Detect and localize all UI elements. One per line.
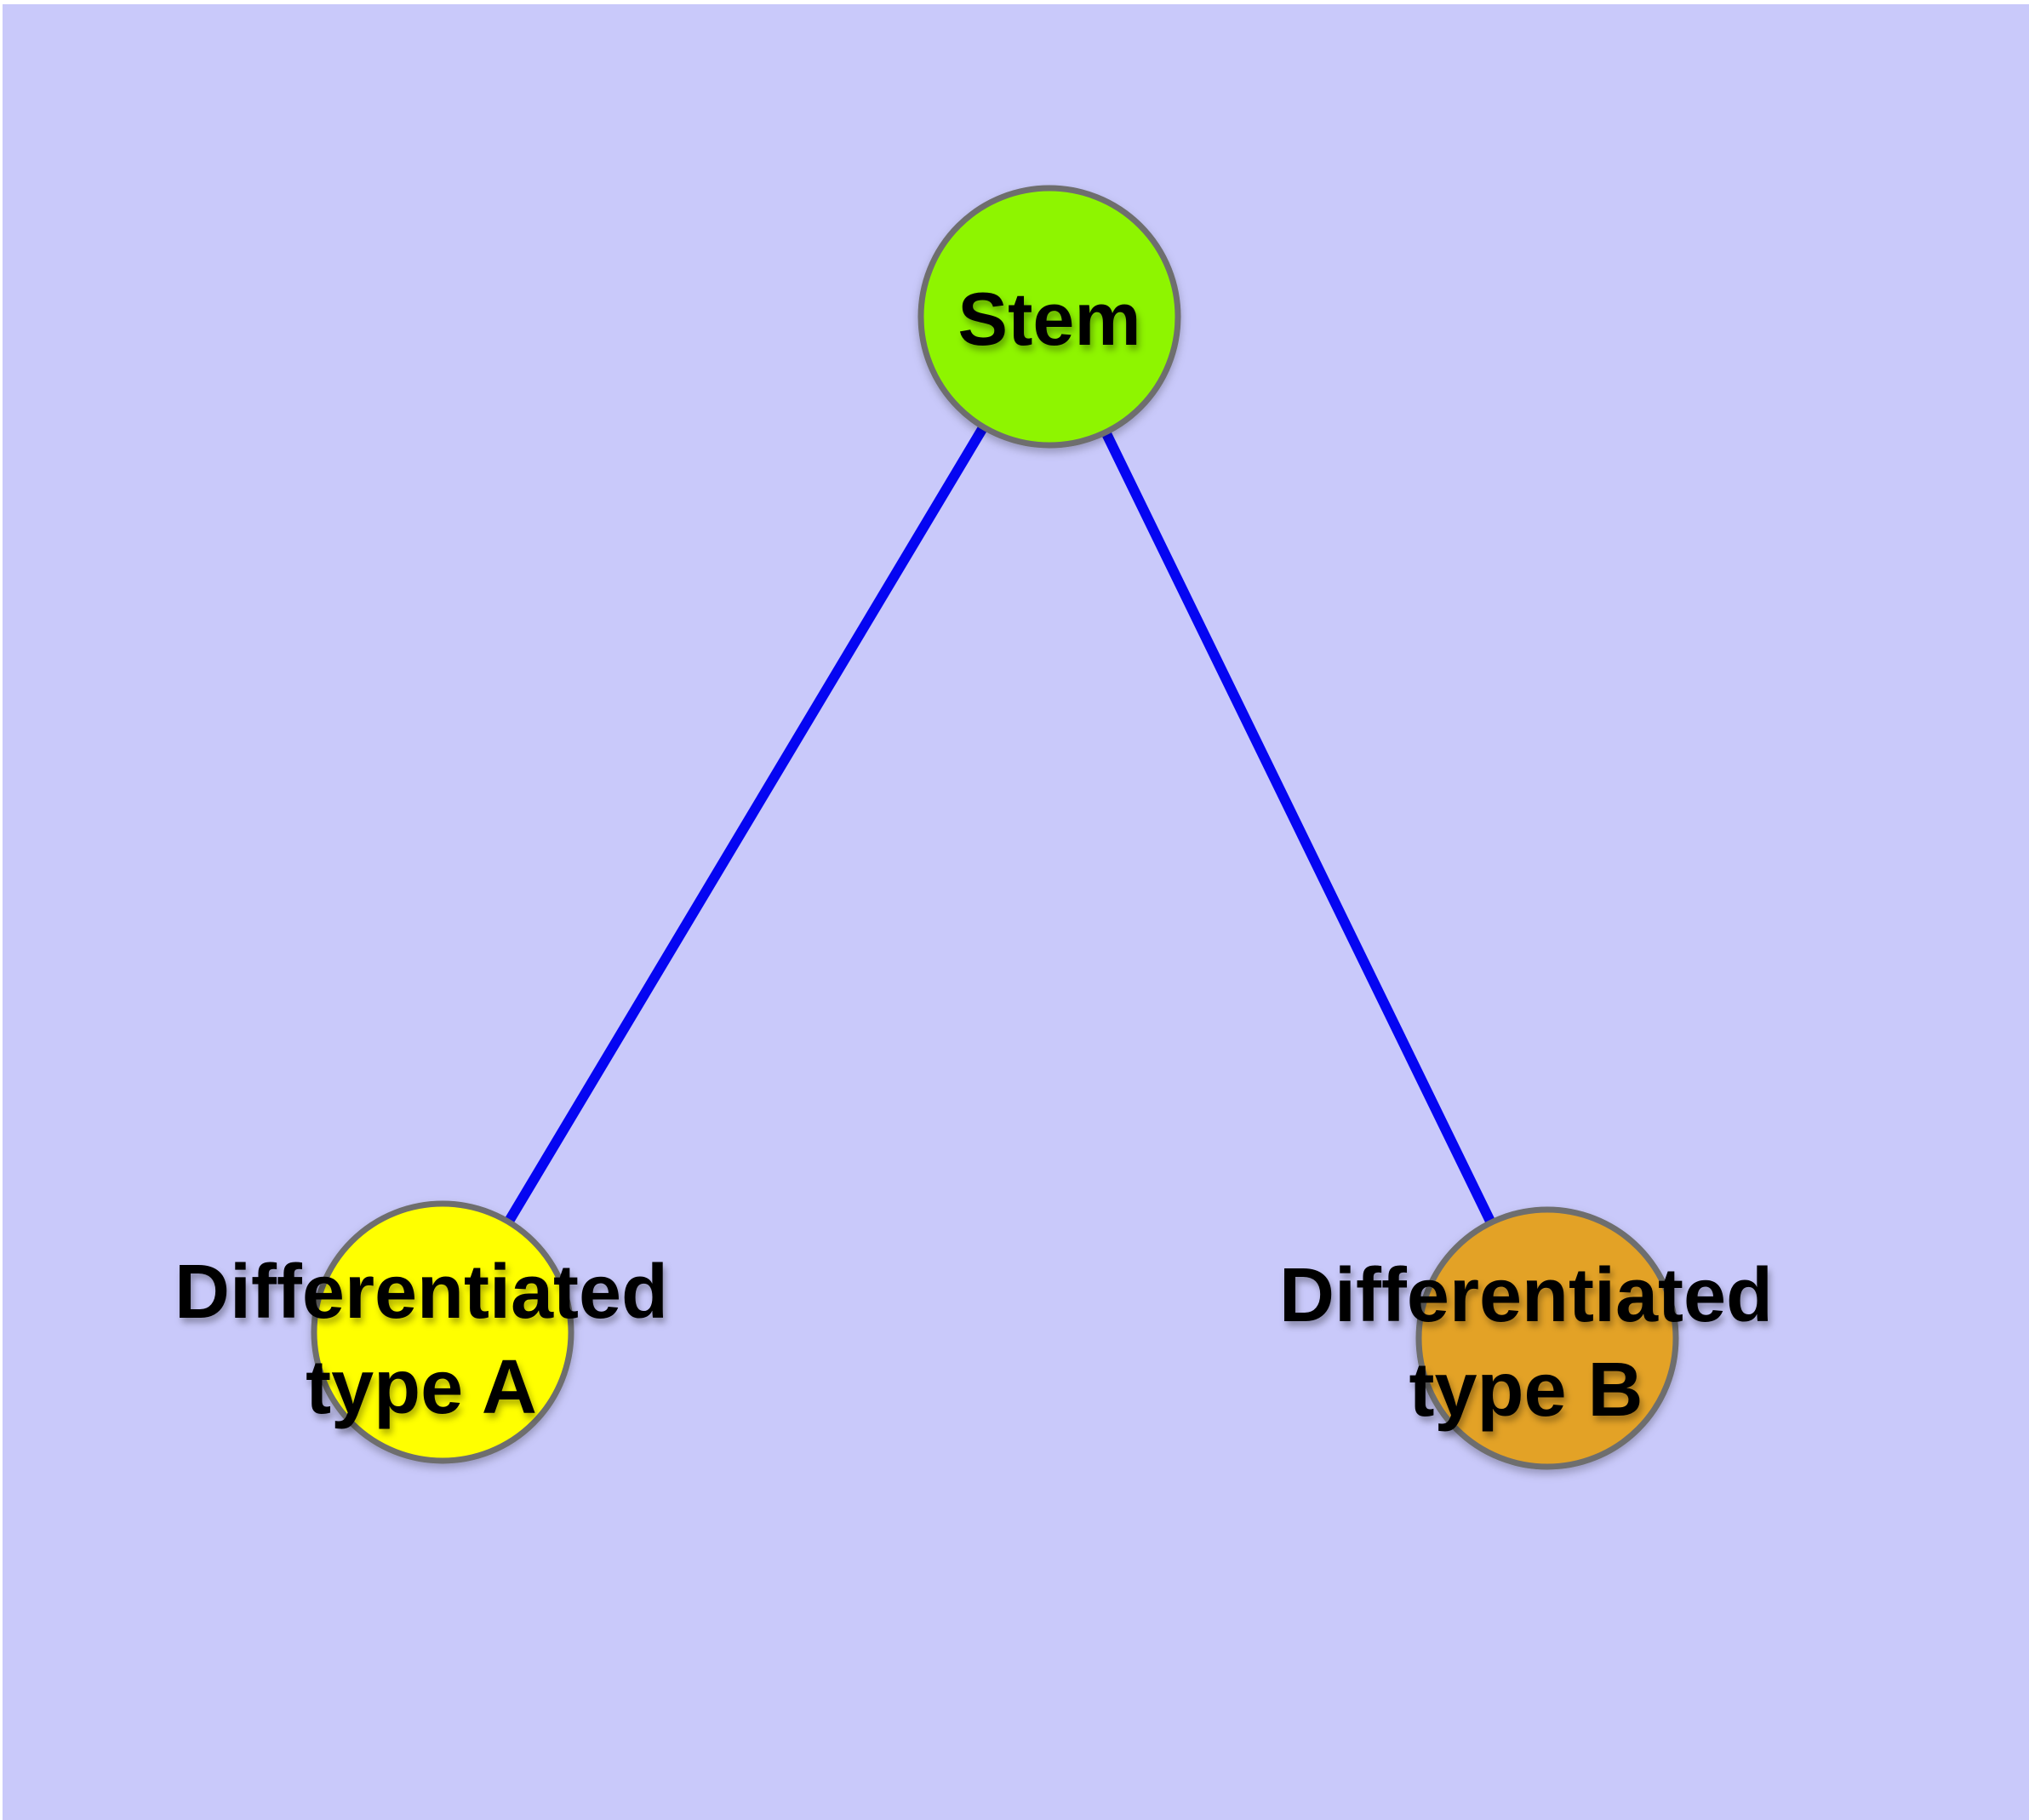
node-differentiated-type-a-circle (311, 1200, 574, 1464)
node-differentiated-type-b-circle (1415, 1206, 1679, 1470)
node-stem-label: Stem (957, 277, 1140, 361)
node-differentiated-type-a-label-line2: type A (306, 1345, 537, 1430)
node-stem-circle (917, 185, 1181, 449)
edge-stem-to-type-a (437, 313, 1055, 1336)
edge-stem-to-type-b (1044, 314, 1552, 1341)
node-differentiated-type-b-label-line1: Differentiated (1279, 1253, 1773, 1338)
node-differentiated-type-b-label-line2: type B (1409, 1348, 1643, 1433)
node-differentiated-type-a-label-line1: Differentiated (174, 1250, 668, 1335)
